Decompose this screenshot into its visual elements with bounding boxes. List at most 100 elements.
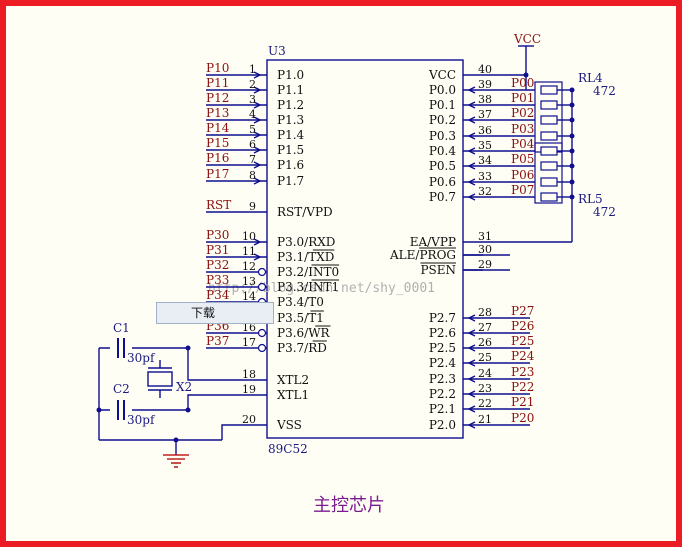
rl5-body (534, 142, 563, 204)
right-pin-function: P2.6 (429, 326, 456, 340)
left-pin-number: 5 (249, 123, 256, 136)
resistor-network-elements (96, 72, 575, 443)
right-net-label: P05 (511, 152, 534, 166)
right-pin-function: P0.1 (429, 98, 456, 112)
right-pin-number: 40 (478, 63, 492, 76)
x2-crystal (147, 360, 173, 398)
chip-body (266, 59, 464, 439)
right-pin-number: 29 (478, 258, 492, 271)
right-net-label: P07 (511, 183, 534, 197)
download-menu-item[interactable]: 下载 (191, 306, 216, 320)
io-arrow (467, 359, 476, 367)
rl5-value: 472 (593, 205, 616, 219)
ground-symbol (163, 454, 189, 468)
junction-dot (569, 163, 575, 169)
pullup-resistor (540, 85, 558, 95)
diagram-title: 主控芯片 (313, 495, 385, 516)
xtl1-route (187, 394, 228, 410)
rl4-name: RL4 (578, 71, 603, 85)
left-net-label: P12 (206, 91, 229, 105)
junction-dot (569, 117, 575, 123)
input-arrow (253, 131, 262, 139)
chip-designator: U3 (268, 44, 286, 58)
io-arrow (467, 147, 476, 155)
io-arrow (467, 116, 476, 124)
input-arrow (253, 86, 262, 94)
left-pin-number: 13 (242, 275, 256, 288)
junction-dot (96, 407, 102, 413)
right-pin-number: 36 (478, 124, 492, 137)
left-pin-number: 9 (249, 200, 256, 213)
left-pin-function: P3.0/RXD (277, 235, 335, 249)
left-pin-number: 10 (242, 230, 256, 243)
io-arrow (467, 314, 476, 322)
left-pin-function: P3.2/INT0 (277, 265, 339, 279)
junction-dot (185, 407, 191, 413)
left-net-label: P34 (206, 288, 230, 302)
right-pin-function: P2.3 (429, 372, 456, 386)
right-pin-number: 25 (478, 351, 492, 364)
right-pin-number: 33 (478, 170, 492, 183)
c1-capacitor (110, 338, 132, 358)
left-pin-number: 12 (242, 260, 256, 273)
input-arrow (253, 238, 262, 246)
right-pin-number: 27 (478, 321, 492, 334)
left-pin-number: 20 (242, 413, 256, 426)
junction-dot (523, 72, 529, 78)
right-pin-function: P2.2 (429, 387, 456, 401)
right-pin-function: P0.2 (429, 113, 456, 127)
junction-dot (569, 179, 575, 185)
right-pin-function: P0.3 (429, 129, 456, 143)
junction-dot (173, 437, 179, 443)
left-pin-function: P1.7 (277, 174, 304, 188)
right-pin-function: P2.7 (429, 311, 456, 325)
pullup-resistor (540, 177, 558, 187)
left-pin-function: P1.1 (277, 83, 304, 97)
right-pin-function: PSEN (420, 263, 456, 277)
right-pin-number: 35 (478, 139, 492, 152)
right-pin-number: 24 (478, 367, 492, 380)
xtl2-route (187, 348, 228, 381)
left-pin-number: 3 (249, 93, 256, 106)
right-pin-number: 38 (478, 93, 492, 106)
chip-part-name: 89C52 (268, 442, 308, 456)
rl4-value: 472 (593, 84, 616, 98)
left-pin-function: P1.2 (277, 98, 304, 112)
right-net-label: P27 (511, 304, 534, 318)
pullup-resistor (540, 192, 558, 202)
left-pin-function: RST/VPD (277, 205, 333, 219)
left-net-label: P10 (206, 61, 229, 75)
left-pin-number: 8 (249, 169, 256, 182)
right-net-label: P26 (511, 319, 534, 333)
right-net-label: P22 (511, 380, 534, 394)
left-pin-function: VSS (276, 418, 302, 432)
right-pins: 40VCCP0039P0.0P0138P0.1P0237P0.2P0336P0.… (389, 63, 535, 432)
left-net-label: P14 (206, 121, 230, 135)
left-pin-function: P3.3/INT1 (277, 280, 339, 294)
right-pin-function: P2.5 (429, 341, 456, 355)
io-arrow (467, 421, 476, 429)
right-pin-number: 22 (478, 397, 492, 410)
left-pin-function: P1.6 (277, 158, 304, 172)
left-net-label: RST (206, 198, 231, 212)
left-pin-number: 7 (249, 153, 256, 166)
right-net-label: P23 (511, 365, 534, 379)
vss-wire (221, 424, 267, 440)
left-net-label: P32 (206, 258, 229, 272)
right-pin-number: 31 (478, 230, 492, 243)
c1-name: C1 (113, 321, 130, 335)
c2-capacitor (110, 400, 132, 420)
left-net-label: P33 (206, 273, 229, 287)
x2-name: X2 (176, 380, 192, 394)
right-pin-number: 23 (478, 382, 492, 395)
right-pin-function: P0.4 (429, 144, 457, 158)
inverted-pin-bubble (257, 267, 267, 277)
right-pin-number: 30 (478, 243, 492, 256)
context-menu-download[interactable]: 下载 (156, 302, 274, 324)
pullup-resistor (540, 115, 558, 125)
right-net-label: P24 (511, 349, 535, 363)
right-net-label: P25 (511, 334, 534, 348)
right-pin-number: 34 (478, 154, 492, 167)
right-pin-function: EA/VPP (410, 235, 456, 249)
junction-dot (185, 345, 191, 351)
